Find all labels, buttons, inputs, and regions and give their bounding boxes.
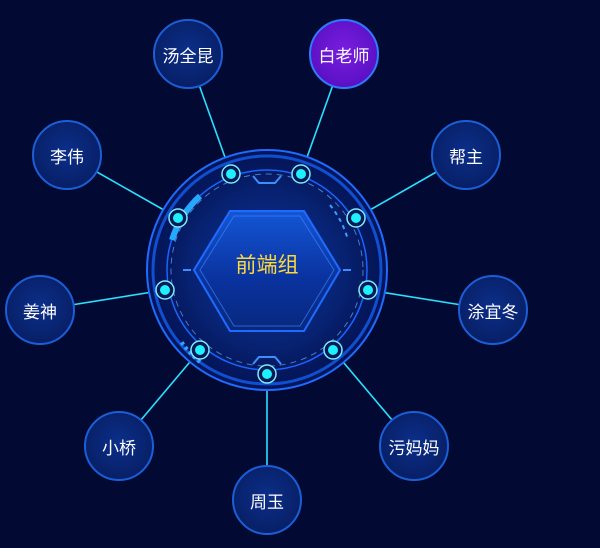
connector-lines (39, 53, 494, 500)
center-title[interactable]: 前端组 (235, 253, 299, 277)
hub-dashed-ring (170, 173, 364, 367)
member-node-tuyidong[interactable]: 涂宜冬 (458, 275, 528, 345)
member-node-zhouyu[interactable]: 周玉 (232, 465, 302, 535)
connector-dot-tuyidong (363, 285, 373, 295)
member-node-bailaoshi[interactable]: 白老师 (309, 19, 379, 89)
connector-dot-tangquankun (226, 169, 236, 179)
connector-dot-bangzhu (351, 213, 361, 223)
hub (146, 149, 388, 391)
center-hexagon-inner (199, 215, 335, 327)
connector-dot-zhouyu (262, 369, 272, 379)
member-node-liwei[interactable]: 李伟 (32, 120, 102, 190)
member-node-jiangshen[interactable]: 姜神 (5, 275, 75, 345)
hub-arc-bottom (178, 338, 202, 364)
connector-dot-bailaoshi (296, 169, 306, 179)
connector-dot-jiangshen (160, 285, 170, 295)
hub-arc-right (329, 204, 349, 241)
connector-dot-liwei (173, 213, 183, 223)
ring-connector-dots (155, 164, 378, 384)
member-node-wumama[interactable]: 污妈妈 (379, 411, 449, 481)
hub-notch-top (252, 175, 282, 184)
connector-dot-xiaoqiao (195, 345, 205, 355)
member-node-bangzhu[interactable]: 帮主 (431, 120, 501, 190)
member-node-tangquankun[interactable]: 汤全昆 (153, 19, 223, 89)
center-hexagon (192, 210, 342, 332)
member-node-xiaoqiao[interactable]: 小桥 (84, 411, 154, 481)
hub-notch-bottom (252, 356, 282, 365)
connector-dot-wumama (328, 345, 338, 355)
